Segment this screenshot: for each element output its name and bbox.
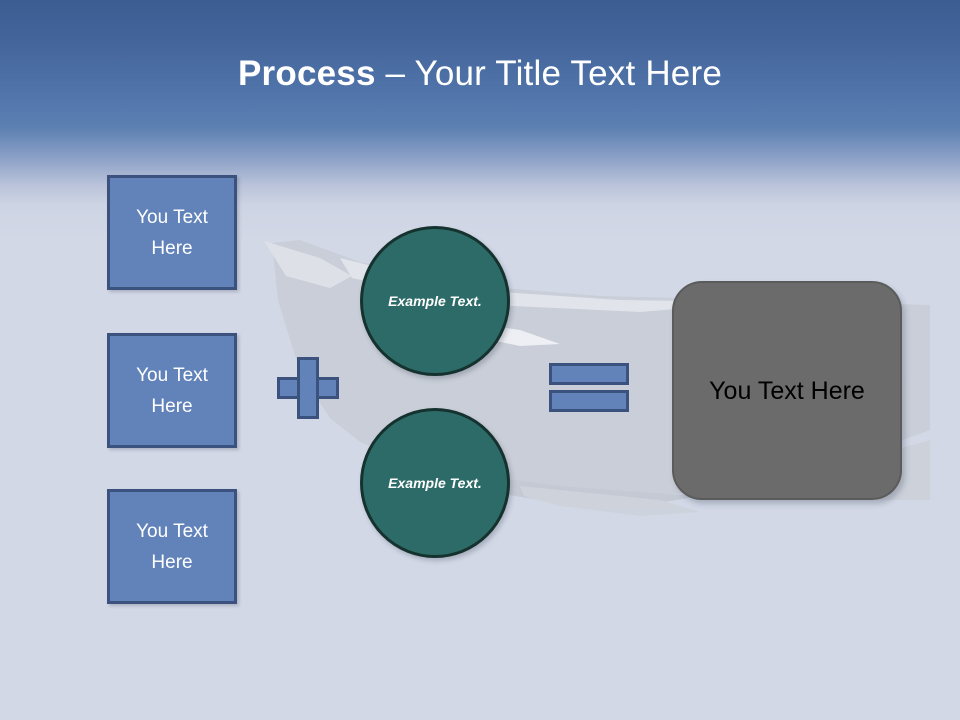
slide-title-strong: Process xyxy=(238,54,376,93)
equals-top-bar xyxy=(549,363,629,385)
example-circle-1[interactable]: Example Text. xyxy=(360,226,510,376)
result-box[interactable]: You Text Here xyxy=(672,281,902,500)
input-box-2[interactable]: You Text Here xyxy=(107,333,237,448)
example-circle-2[interactable]: Example Text. xyxy=(360,408,510,558)
example-circle-2-label: Example Text. xyxy=(388,474,482,491)
plus-icon xyxy=(277,357,339,419)
equals-icon xyxy=(549,363,629,413)
input-box-2-label: You Text Here xyxy=(136,364,208,417)
input-box-1[interactable]: You Text Here xyxy=(107,175,237,290)
plus-center-patch xyxy=(300,380,316,396)
slide-title: Process – Your Title Text Here xyxy=(0,50,960,98)
input-box-3-label: You Text Here xyxy=(136,520,208,573)
slide-title-rest: – Your Title Text Here xyxy=(375,54,722,93)
input-box-3[interactable]: You Text Here xyxy=(107,489,237,604)
example-circle-1-label: Example Text. xyxy=(388,292,482,309)
input-box-1-label: You Text Here xyxy=(136,206,208,259)
result-box-label: You Text Here xyxy=(709,376,865,405)
equals-bottom-bar xyxy=(549,390,629,412)
